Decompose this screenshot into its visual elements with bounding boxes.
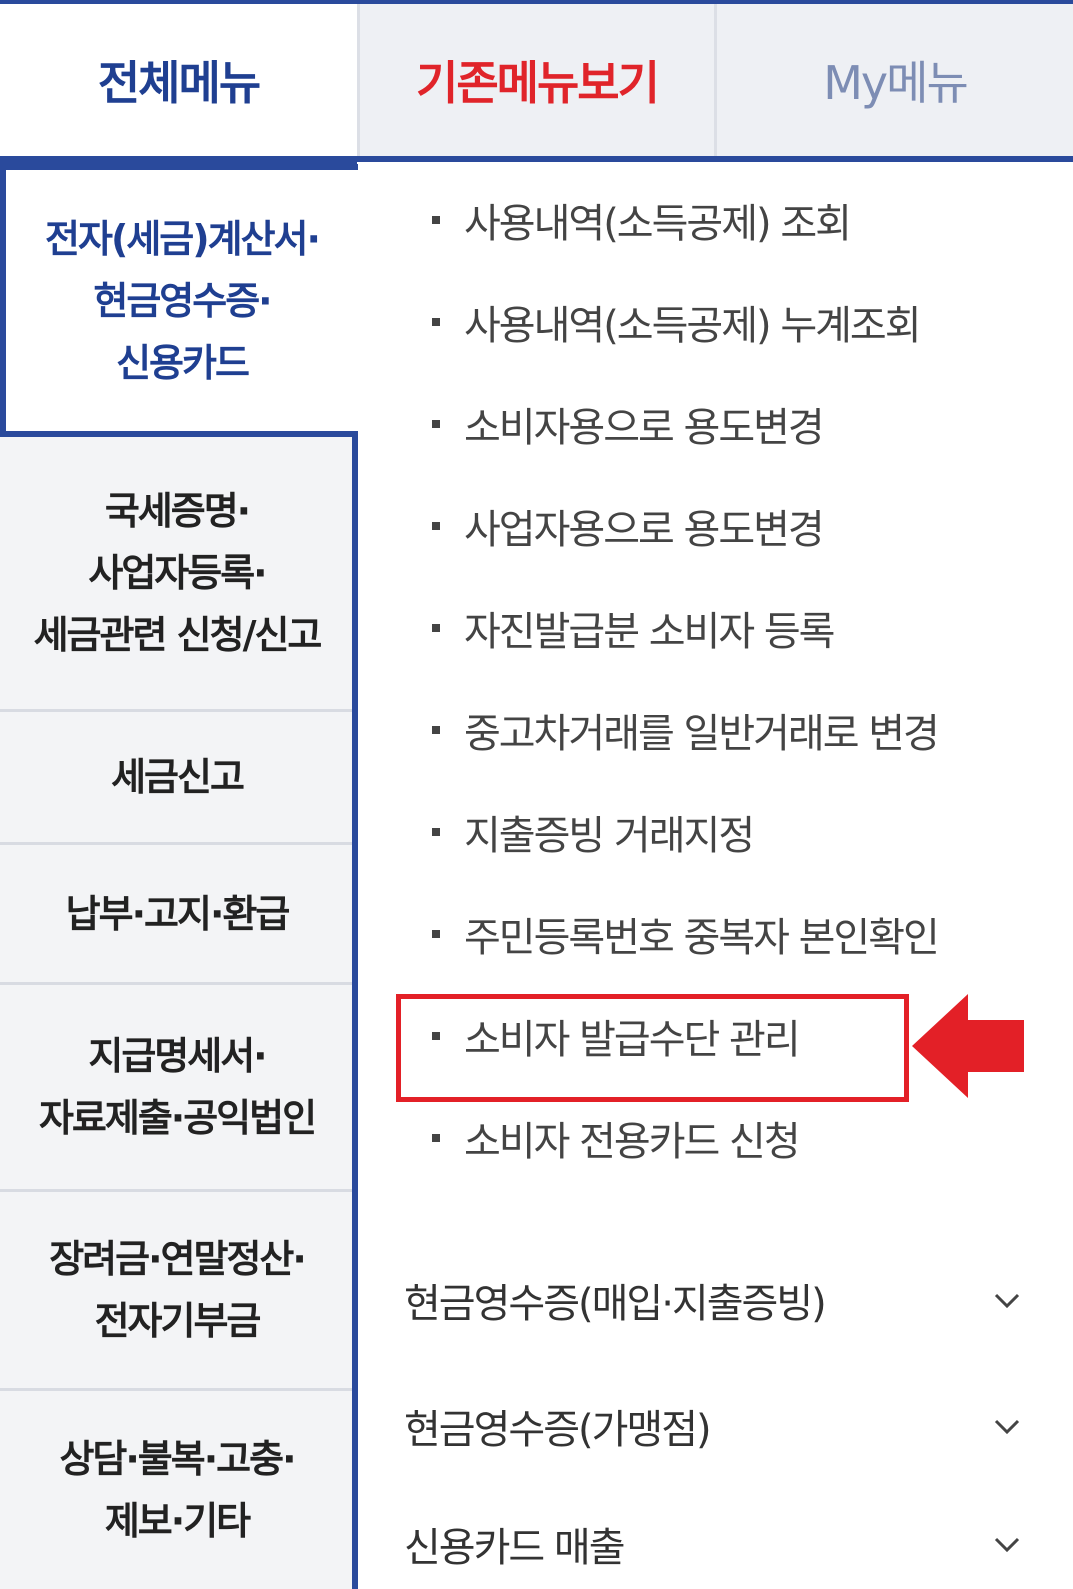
group-cash-receipt-merchant[interactable]: 현금영수증(가맹점) <box>404 1391 1024 1461</box>
submenu-item-label: 사용내역(소득공제) 누계조회 <box>464 303 922 349</box>
submenu-item[interactable]: 사용내역(소득공제) 조회 <box>432 190 852 250</box>
submenu-item[interactable]: 지출증빙 거래지정 <box>432 802 755 862</box>
submenu-item[interactable]: 자진발급분 소비자 등록 <box>432 598 835 658</box>
bullet-icon <box>432 1134 440 1142</box>
tab-my-menu[interactable]: My메뉴 <box>714 4 1073 156</box>
submenu-item-label: 사업자용으로 용도변경 <box>464 507 825 553</box>
bullet-icon <box>432 216 440 224</box>
tab-legacy-menu[interactable]: 기존메뉴보기 <box>357 4 714 156</box>
bullet-icon <box>432 1032 440 1040</box>
tab-underline <box>357 156 1073 162</box>
submenu-item-label: 소비자용으로 용도변경 <box>464 405 825 451</box>
submenu-item-label: 주민등록번호 중복자 본인확인 <box>464 915 940 961</box>
bullet-icon <box>432 828 440 836</box>
sidebar-divider <box>352 437 358 1589</box>
sidebar-item-consultation[interactable]: 상담·불복·고충· 제보·기타 <box>59 1437 296 1543</box>
group-credit-card-sales[interactable]: 신용카드 매출 <box>404 1509 1024 1579</box>
submenu-item[interactable]: 사용내역(소득공제) 누계조회 <box>432 292 922 352</box>
group-label: 현금영수증(매입·지출증빙) <box>404 1281 827 1327</box>
submenu-item-label: 지출증빙 거래지정 <box>464 813 755 859</box>
submenu-item-label: 소비자 전용카드 신청 <box>464 1119 801 1165</box>
bullet-icon <box>432 522 440 530</box>
sidebar-item-incentives[interactable]: 장려금·연말정산· 전자기부금 <box>0 1192 354 1391</box>
tab-underline-left <box>0 156 357 164</box>
chevron-down-icon <box>994 1537 1020 1553</box>
submenu-item-label: 사용내역(소득공제) 조회 <box>464 201 852 247</box>
submenu-item-label: 소비자 발급수단 관리 <box>464 1017 801 1063</box>
bullet-icon <box>432 930 440 938</box>
bullet-icon <box>432 624 440 632</box>
group-label: 현금영수증(가맹점) <box>404 1407 712 1453</box>
submenu-item-label: 자진발급분 소비자 등록 <box>464 609 835 655</box>
highlight-box <box>396 994 909 1102</box>
bullet-icon <box>432 726 440 734</box>
red-arrow-icon <box>912 994 1024 1098</box>
submenu-item[interactable]: 소비자 전용카드 신청 <box>432 1108 801 1168</box>
group-label: 신용카드 매출 <box>404 1525 626 1571</box>
top-border <box>0 0 1073 4</box>
submenu-item[interactable]: 중고차거래를 일반거래로 변경 <box>432 700 940 760</box>
submenu-item[interactable]: 사업자용으로 용도변경 <box>432 496 825 556</box>
tab-all-menu[interactable]: 전체메뉴 <box>0 4 357 156</box>
sidebar-item-e-invoice[interactable]: 전자(세금)계산서· 현금영수증· 신용카드 <box>0 164 358 437</box>
bullet-icon <box>432 420 440 428</box>
bullet-icon <box>432 318 440 326</box>
submenu-item-consumer-issuance[interactable]: 소비자 발급수단 관리 <box>432 1006 801 1066</box>
submenu-item[interactable]: 주민등록번호 중복자 본인확인 <box>432 904 940 964</box>
chevron-down-icon <box>994 1293 1020 1309</box>
submenu-item[interactable]: 소비자용으로 용도변경 <box>432 394 825 454</box>
group-cash-receipt-purchase[interactable]: 현금영수증(매입·지출증빙) <box>404 1265 1024 1335</box>
sidebar-item-statements[interactable]: 지급명세서· 자료제출·공익법인 <box>0 985 354 1192</box>
sidebar-item-payment[interactable]: 납부·고지·환급 <box>0 845 354 985</box>
sidebar-item-certificates[interactable]: 국세증명· 사업자등록· 세금관련 신청/신고 <box>0 437 354 712</box>
submenu-item-label: 중고차거래를 일반거래로 변경 <box>464 711 940 757</box>
chevron-down-icon <box>994 1419 1020 1435</box>
sidebar-item-tax-filing[interactable]: 세금신고 <box>0 712 354 845</box>
